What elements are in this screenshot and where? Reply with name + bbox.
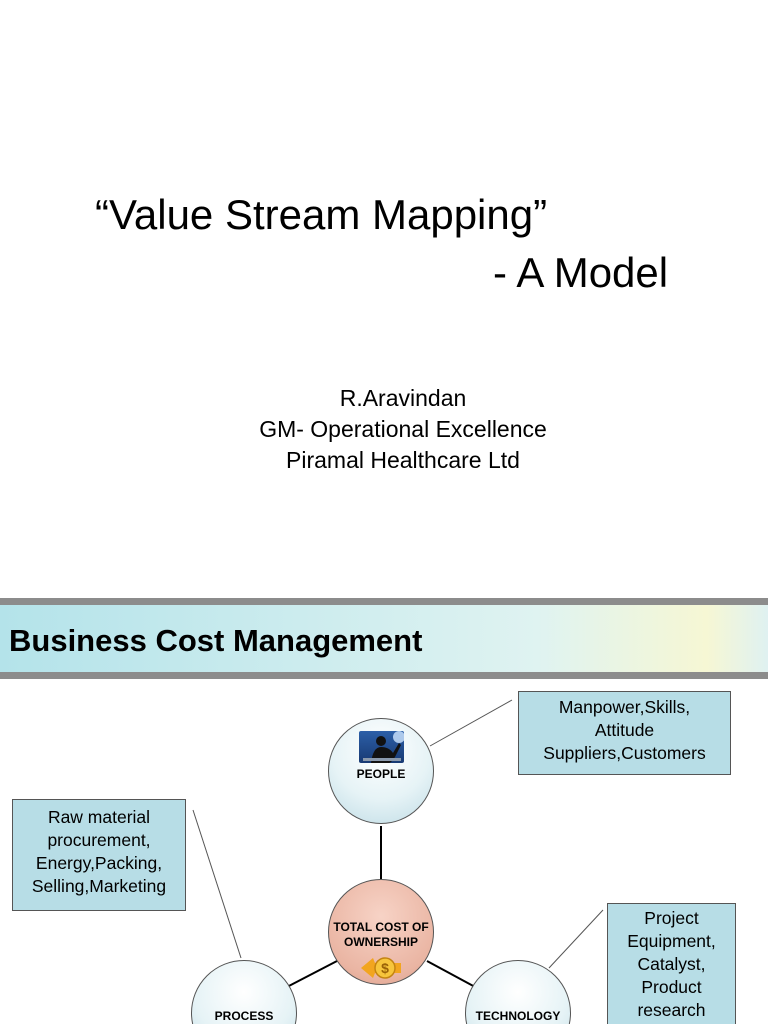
people-callout-line1: Manpower,Skills, [558,697,691,717]
process-callout-line1: Raw material [47,807,151,827]
process-center-connector [284,960,338,989]
connector-lines [192,699,604,989]
people-callout-line3: Suppliers,Customers [543,743,706,763]
author-role: GM- Operational Excellence [259,416,547,442]
total-cost-label-line1: TOTAL COST OF [333,920,429,934]
slide-subtitle: - A Model [493,249,669,296]
people-label: PEOPLE [356,767,406,781]
process-callout-line3: Energy,Packing, [35,853,163,873]
process-callout-line [192,809,242,959]
technology-center-connector [426,960,478,989]
technology-callout-line5: research [637,1000,706,1020]
people-callout-line2: Attitude [594,720,655,740]
technology-callout-line [548,909,604,969]
author-company: Piramal Healthcare Ltd [286,447,520,473]
people-callout-line [429,699,513,747]
technology-callout-line3: Catalyst, [637,954,706,974]
technology-callout-line4: Product [641,977,702,997]
banner-title: Business Cost Management [9,623,423,658]
process-callout-line4: Selling,Marketing [31,876,167,896]
technology-label: TECHNOLOGY [475,1009,561,1023]
banner: Business Cost Management [0,605,768,672]
title-slide: “Value Stream Mapping” - A Model R.Aravi… [95,191,669,473]
banner-top-border [0,598,768,605]
process-label: PROCESS [214,1009,274,1023]
business-cost-slide: Business Cost Management PEOPLE TOTAL CO… [0,598,768,1024]
total-cost-circle: TOTAL COST OF OWNERSHIP $ [328,879,434,985]
total-cost-label-line2: OWNERSHIP [343,935,418,949]
technology-callout-box: Project Equipment, Catalyst, Product res… [607,903,736,1024]
people-callout-box: Manpower,Skills, Attitude Suppliers,Cust… [518,691,731,775]
technology-callout-line1: Project [644,908,699,928]
dollar-coin-icon: $ [361,957,401,979]
slide-title: “Value Stream Mapping” [95,191,548,238]
technology-callout-line2: Equipment, [627,931,716,951]
process-callout-box: Raw material procurement, Energy,Packing… [12,799,186,911]
author-name: R.Aravindan [339,385,467,411]
svg-text:$: $ [381,960,389,976]
process-callout-line2: procurement, [47,830,151,850]
welder-icon [359,731,404,763]
people-circle: PEOPLE [328,718,434,824]
banner-bottom-border [0,672,768,679]
